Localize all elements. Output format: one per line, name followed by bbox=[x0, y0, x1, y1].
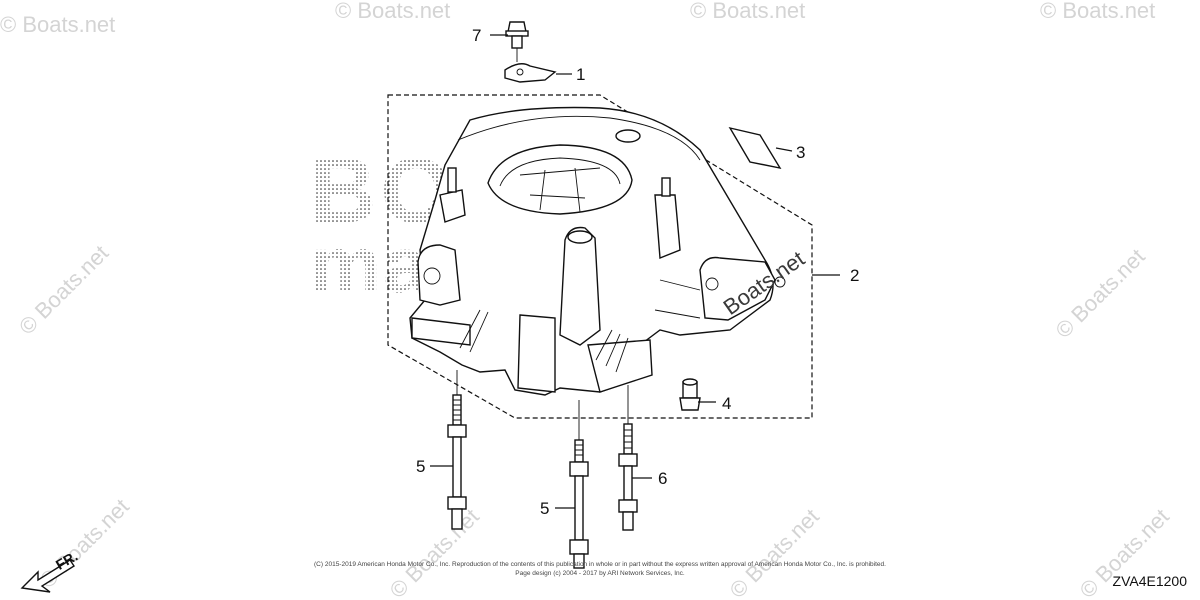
assembly-box bbox=[387, 94, 813, 419]
part-3-grille bbox=[728, 126, 782, 169]
callout-4: 4 bbox=[722, 394, 731, 413]
callout-3: 3 bbox=[796, 143, 805, 162]
leader-lines bbox=[430, 34, 840, 509]
stud-5-left bbox=[447, 394, 467, 530]
callout-2: 2 bbox=[850, 266, 859, 285]
callout-6: 6 bbox=[658, 469, 667, 488]
stud-5-middle bbox=[569, 439, 589, 569]
callout-5-left: 5 bbox=[416, 457, 425, 476]
watermark-text: © Boats.net bbox=[1040, 0, 1155, 23]
callout-7: 7 bbox=[472, 26, 481, 45]
copyright-line-1: (C) 2015-2019 American Honda Motor Co., … bbox=[314, 561, 886, 568]
diagram-code: ZVA4E1200 bbox=[1113, 573, 1188, 589]
stud-6 bbox=[618, 423, 638, 531]
watermark-text: © Boats.net bbox=[14, 240, 113, 339]
callout-1: 1 bbox=[576, 65, 585, 84]
watermark-text: © Boats.net bbox=[725, 504, 824, 600]
part-4-grommet bbox=[679, 378, 701, 411]
watermark-text: © Boats.net bbox=[0, 12, 115, 37]
callout-5-middle: 5 bbox=[540, 499, 549, 518]
fan-cover bbox=[409, 106, 786, 396]
part-1-clip bbox=[504, 63, 557, 83]
watermark-text: © Boats.net bbox=[690, 0, 805, 23]
copyright-line-2: Page design (c) 2004 - 2017 by ARI Netwo… bbox=[515, 570, 685, 577]
watermark-text: © Boats.net bbox=[385, 504, 484, 600]
part-7-bolt bbox=[505, 21, 529, 49]
watermark-text: © Boats.net bbox=[335, 0, 450, 23]
watermark-text: © Boats.net bbox=[1051, 244, 1150, 343]
